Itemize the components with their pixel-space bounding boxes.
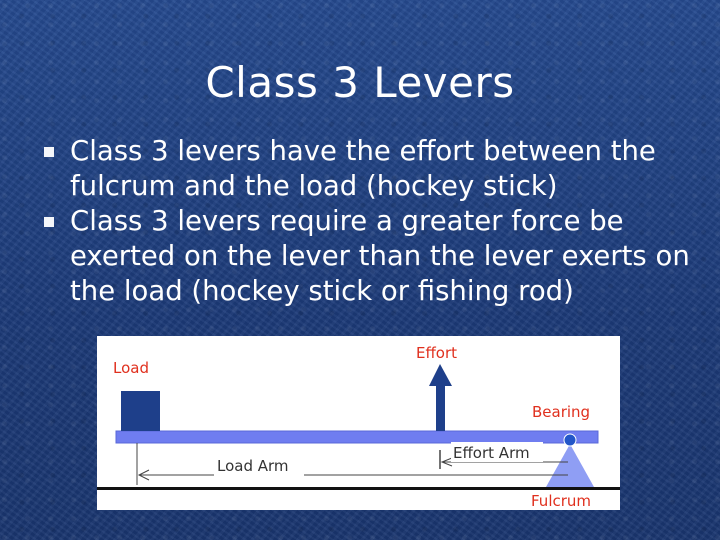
load-label: Load bbox=[113, 359, 149, 377]
fulcrum-triangle bbox=[546, 444, 594, 487]
square-bullet-icon bbox=[44, 147, 54, 157]
fulcrum-label: Fulcrum bbox=[531, 492, 591, 510]
slide-title: Class 3 Levers bbox=[205, 58, 515, 107]
effort-label: Effort bbox=[416, 344, 457, 362]
bullet-text: Class 3 levers have the effort between t… bbox=[70, 135, 656, 202]
effort-arm-label: Effort Arm bbox=[453, 444, 530, 462]
effort-arm-label-bg bbox=[451, 442, 543, 462]
square-bullet-icon bbox=[44, 217, 54, 227]
lever-diagram: Load Effort Bearing Effort Arm Load Arm … bbox=[97, 336, 620, 510]
load-arm-arrowhead bbox=[137, 469, 150, 481]
load-arm-label-bg bbox=[214, 456, 304, 476]
bullet-item: Class 3 levers have the effort between t… bbox=[44, 134, 704, 204]
bullet-text: Class 3 levers require a greater force b… bbox=[70, 205, 690, 307]
lever-bar bbox=[115, 430, 599, 444]
bullet-item: Class 3 levers require a greater force b… bbox=[44, 204, 704, 309]
effort-arrow-shaft bbox=[436, 384, 445, 431]
load-arm-label: Load Arm bbox=[217, 457, 289, 475]
effort-arrow-head bbox=[429, 364, 452, 386]
bearing-label: Bearing bbox=[532, 403, 590, 421]
bullet-list: Class 3 levers have the effort between t… bbox=[44, 134, 704, 309]
effort-arm-arrowhead bbox=[440, 457, 453, 467]
bearing-dot bbox=[563, 433, 577, 447]
load-block bbox=[121, 391, 160, 431]
ground-line bbox=[97, 487, 620, 490]
